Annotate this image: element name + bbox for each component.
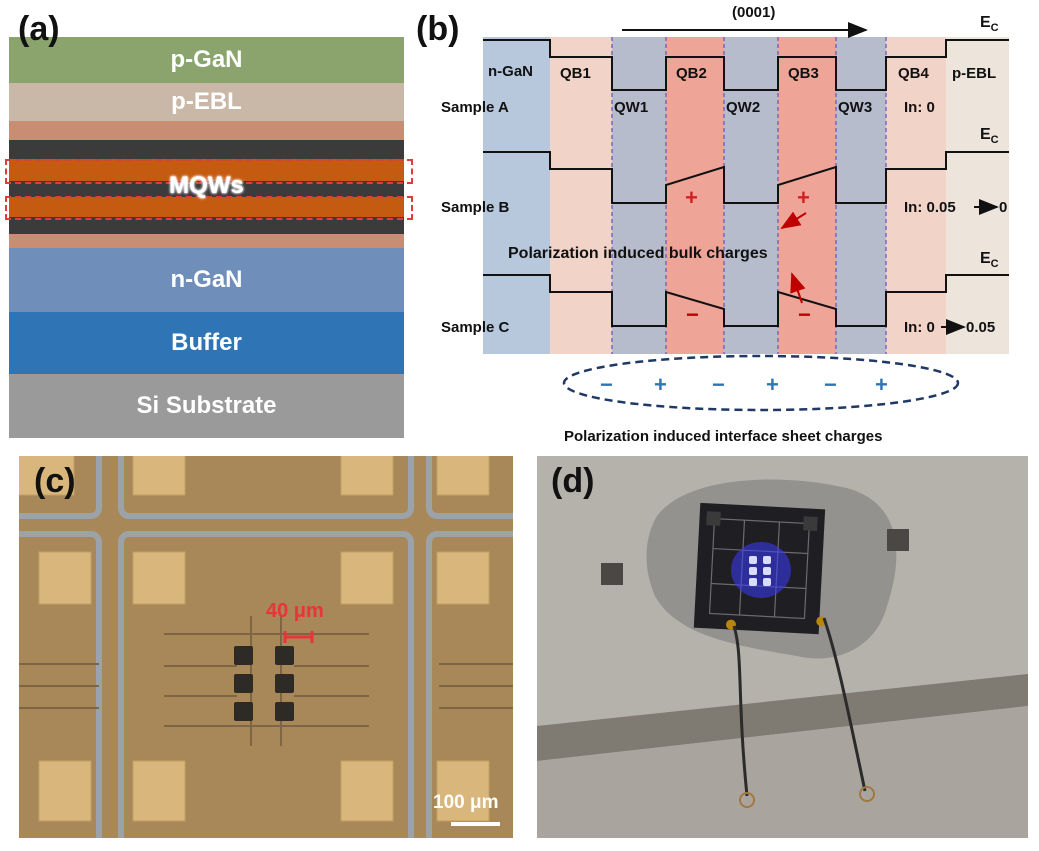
- region-qw2: [724, 37, 778, 354]
- mqw-band-1: [9, 159, 404, 181]
- interface-charge-1: −: [600, 372, 613, 397]
- bulk-arrow-up: [780, 211, 807, 230]
- label-p-ebl: p-EBL: [952, 65, 996, 82]
- label-qw3: QW3: [838, 99, 872, 116]
- layer-p-ebl-label: p-EBL: [171, 88, 242, 115]
- led-mesas: [234, 646, 294, 721]
- panel-d-label: (d): [551, 462, 595, 500]
- layer-buffer-label: Buffer: [171, 329, 242, 356]
- layer-mqws-label: MQWs: [169, 172, 244, 199]
- board-hole-left: [601, 563, 623, 585]
- bulk-charge-c-1: −: [686, 302, 699, 327]
- layer-substrate-label: Si Substrate: [136, 392, 277, 419]
- mqw-highlight-box-2: [5, 196, 413, 220]
- panel-c: 40 μm 100 μm (c): [19, 456, 513, 838]
- board-lower: [537, 706, 1028, 838]
- bulk-charge-label: Polarization induced bulk charges: [508, 245, 768, 262]
- board-hole-right: [887, 529, 909, 551]
- mqw-highlight-box-1: [5, 159, 413, 184]
- interface-charge-3: −: [712, 372, 725, 397]
- label-n-gan: n-GaN: [488, 63, 533, 80]
- panel-b-label: (b): [416, 10, 460, 48]
- bond-wire-left: [732, 625, 749, 797]
- layer-p-gan: p-GaN: [9, 37, 404, 83]
- interface-caption: Polarization induced interface sheet cha…: [564, 428, 882, 445]
- bulk-charge-c-2: −: [798, 302, 811, 327]
- electrode-traces: [19, 456, 513, 838]
- panel-d: (d): [537, 456, 1028, 838]
- direction-label: (0001): [732, 4, 775, 21]
- panel-a: p-GaN p-EBL MQWs n-GaN Buffer Si Substra…: [0, 0, 420, 445]
- label-qw1: QW1: [614, 99, 648, 116]
- region-qw3: [836, 37, 886, 354]
- label-qw2: QW2: [726, 99, 760, 116]
- emitting-leds: [749, 556, 771, 586]
- band-diagram: (0001) n-GaN QB1 QB2 QB3 QB4 p-EBL QW1 Q…: [441, 4, 1009, 445]
- interconnect-lines: [19, 616, 513, 746]
- panel-a-label: (a): [18, 10, 60, 48]
- region-qb4: [886, 37, 946, 354]
- bond-wire-right: [822, 617, 867, 792]
- ec-label-b: EC: [980, 126, 999, 146]
- layer-p-ebl: p-EBL: [9, 83, 404, 121]
- panel-b: (0001) n-GaN QB1 QB2 QB3 QB4 p-EBL QW1 Q…: [414, 0, 1039, 455]
- interface-charge-6: +: [875, 372, 888, 397]
- region-n-gan: [483, 37, 550, 354]
- layer-n-gan: n-GaN: [9, 248, 404, 312]
- region-qw1: [612, 37, 666, 354]
- band-sample-b: [483, 151, 1009, 204]
- indium-a: In: 0: [904, 99, 935, 116]
- ec-label-c: EC: [980, 250, 999, 270]
- mqw-barrier-1: [9, 121, 404, 140]
- interface-charge-5: −: [824, 372, 837, 397]
- interface-charge-ellipse: [562, 354, 960, 412]
- label-qb4: QB4: [898, 65, 930, 82]
- indium-c: In: 0: [904, 319, 935, 336]
- layer-n-gan-label: n-GaN: [170, 266, 243, 293]
- bulk-charge-b-1: +: [685, 185, 698, 210]
- band-sample-a: [483, 39, 1009, 91]
- mqw-barrier-2: [9, 234, 404, 248]
- contact-pads: [19, 456, 490, 822]
- ec-label-a: EC: [980, 14, 999, 34]
- label-qb1: QB1: [560, 65, 591, 82]
- layer-p-gan-label: p-GaN: [170, 46, 243, 73]
- region-qb1: [550, 37, 612, 354]
- mqw-well-2: [9, 181, 404, 197]
- label-qb3: QB3: [788, 65, 819, 82]
- layer-substrate: Si Substrate: [9, 374, 404, 438]
- microscope-image: 40 μm 100 μm: [19, 456, 513, 838]
- mqw-well-1: [9, 140, 404, 159]
- panel-c-label: (c): [34, 462, 76, 500]
- scale-bar-40: [283, 631, 314, 643]
- layer-mqws: MQWs: [9, 170, 404, 202]
- led-glow: [731, 542, 791, 598]
- band-sample-c: [483, 274, 1009, 327]
- bulk-charge-b-2: +: [797, 185, 810, 210]
- device-photo: [537, 456, 1028, 838]
- board-groove: [537, 674, 1028, 761]
- layer-buffer: Buffer: [9, 312, 404, 374]
- sample-c-label: Sample C: [441, 319, 510, 336]
- mqw-band-2: [9, 197, 404, 217]
- interface-charge-2: +: [654, 372, 667, 397]
- sample-a-label: Sample A: [441, 99, 509, 116]
- wire-end-right: [859, 786, 875, 802]
- wire-end-left: [739, 792, 755, 808]
- scale-label-100: 100 μm: [433, 792, 499, 813]
- bulk-arrow-down: [790, 272, 806, 304]
- sample-b-label: Sample B: [441, 199, 510, 216]
- label-qb2: QB2: [676, 65, 707, 82]
- interface-charge-4: +: [766, 372, 779, 397]
- indium-c-end: 0.05: [966, 319, 995, 336]
- mqw-well-3: [9, 217, 404, 234]
- indium-b-end: 0: [999, 199, 1007, 216]
- indium-b: In: 0.05: [904, 199, 956, 216]
- region-p-ebl: [946, 37, 1009, 354]
- scale-label-40: 40 μm: [266, 600, 324, 622]
